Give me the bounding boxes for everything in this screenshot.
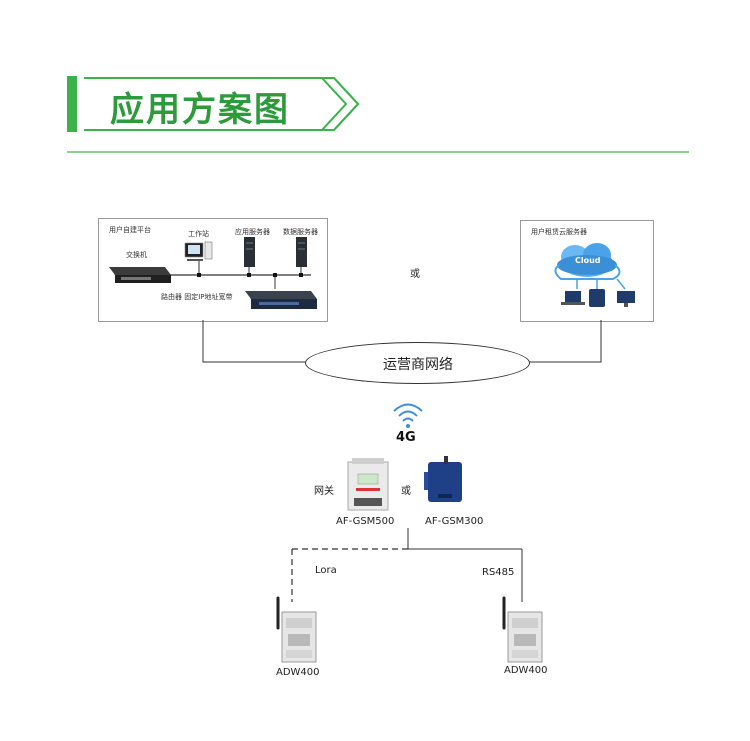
switch-icon — [109, 267, 171, 283]
router-label: 路由器 固定IP地址宽带 — [161, 293, 233, 301]
adw400-meter-right-icon — [502, 596, 543, 663]
carrier-network-label: 运营商网络 — [383, 357, 453, 373]
self-built-platform-box: 用户自建平台 交换机 工作站 应用服务器 数据服务器 路由器 固定IP地址宽带 — [98, 218, 328, 322]
adw400-meter-left-icon — [276, 596, 317, 663]
cloud-network-graphic — [554, 243, 635, 307]
cloud-server-label: 用户租赁云服务器 — [531, 228, 587, 236]
header-divider — [67, 151, 689, 153]
workstation-label: 工作站 — [188, 230, 209, 238]
cloud-server-box: 用户租赁云服务器 Cloud — [520, 220, 654, 322]
tablet-icon — [589, 289, 605, 307]
platform-label: 用户自建平台 — [109, 226, 151, 234]
monitor-icon — [617, 291, 635, 307]
router-icon — [245, 291, 317, 309]
switch-label: 交换机 — [126, 251, 147, 259]
cloud-icon — [557, 243, 617, 277]
title-chevron-frame — [84, 77, 360, 131]
laptop-icon — [561, 291, 585, 305]
meter-right-label: ADW400 — [504, 665, 548, 676]
page-title: 应用方案图 — [110, 90, 290, 130]
rs485-link-label: RS485 — [482, 567, 515, 578]
signal-label: 4G — [396, 430, 416, 445]
gsm500-label: AF-GSM500 — [336, 516, 395, 527]
or-label-top: 或 — [410, 269, 420, 280]
db-server-label: 数据服务器 — [283, 228, 318, 236]
lora-link-label: Lora — [315, 565, 337, 576]
cloud-text: Cloud — [575, 256, 601, 265]
wifi-signal-icon — [393, 403, 423, 428]
gateway-or-label: 或 — [401, 486, 411, 497]
gateway-label: 网关 — [314, 486, 334, 497]
app-server-label: 应用服务器 — [235, 228, 270, 236]
lan-topology — [109, 237, 317, 309]
app-server-icon — [244, 237, 255, 277]
gsm300-device-icon — [424, 456, 462, 502]
workstation-icon — [184, 241, 213, 277]
carrier-network — [305, 342, 530, 384]
meter-left-label: ADW400 — [276, 667, 320, 678]
title-accent-bar — [67, 76, 77, 132]
db-server-icon — [296, 237, 307, 277]
gsm500-device-icon — [347, 458, 389, 511]
gsm300-label: AF-GSM300 — [425, 516, 484, 527]
